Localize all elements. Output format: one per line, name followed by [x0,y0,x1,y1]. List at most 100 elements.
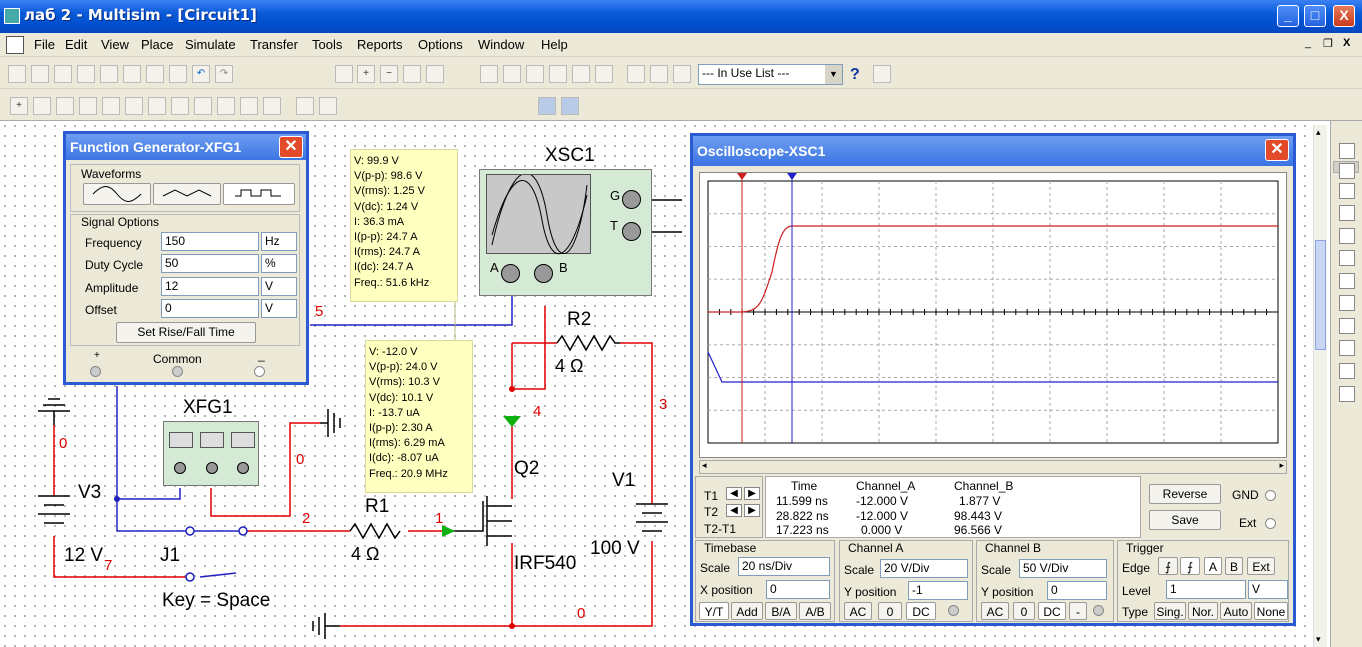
add-button[interactable]: Add [731,602,763,620]
ttl-icon[interactable] [125,97,143,115]
help-icon[interactable]: ? [850,66,860,83]
menu-view[interactable]: View [101,37,129,52]
function-generator-icon[interactable] [1339,163,1355,179]
none-trigger-button[interactable]: None [1254,602,1288,620]
menu-place[interactable]: Place [141,37,174,52]
rf-icon[interactable] [263,97,281,115]
triangle-wave-button[interactable] [153,183,221,205]
undo-icon[interactable]: ↶ [192,65,210,83]
xsc-a-terminal[interactable] [501,264,520,283]
amplitude-input[interactable]: 12 [161,277,259,296]
offset-unit[interactable]: V [261,299,297,318]
xfg-minus-terminal[interactable] [237,462,249,474]
duty-cycle-unit[interactable]: % [261,254,297,273]
channel-a-ac-button[interactable]: AC [844,602,872,620]
channel-b-radio[interactable] [1093,605,1104,616]
menu-tools[interactable]: Tools [312,37,343,52]
zoom-area-icon[interactable] [403,65,421,83]
reverse-button[interactable]: Reverse [1149,484,1221,504]
component-wizard-icon[interactable] [549,65,567,83]
channel-b-ypos-input[interactable]: 0 [1047,581,1107,600]
scope-display[interactable] [699,172,1287,458]
sine-wave-button[interactable] [83,183,151,205]
word-generator-icon[interactable] [1339,295,1355,311]
menu-file[interactable]: File [34,37,55,52]
menu-window[interactable]: Window [478,37,525,52]
channel-a-ypos-input[interactable]: -1 [908,581,968,600]
copy-icon[interactable] [146,65,164,83]
rising-edge-icon[interactable]: ⨍ [1158,557,1178,575]
erc-icon[interactable] [627,65,645,83]
chevron-down-icon[interactable]: ▼ [825,65,842,84]
channel-b-dc-button[interactable]: DC [1038,602,1066,620]
channel-a-radio[interactable] [948,605,959,616]
trigger-level-input[interactable]: 1 [1166,580,1246,599]
print-preview-icon[interactable] [100,65,118,83]
zoom-out-icon[interactable]: − [380,65,398,83]
falling-edge-icon[interactable]: ⨍ [1180,557,1200,575]
t2-left-arrow-icon[interactable]: ◀ [726,504,742,517]
t2-right-arrow-icon[interactable]: ▶ [744,504,760,517]
iv-analyzer-icon[interactable] [1339,363,1355,379]
transistor-icon[interactable] [79,97,97,115]
channel-a-scale-input[interactable]: 20 V/Div [880,559,968,578]
t1-left-arrow-icon[interactable]: ◀ [726,487,742,500]
channel-b-minus-button[interactable]: - [1069,602,1087,620]
wattmeter-icon[interactable] [1339,183,1355,199]
scroll-left-icon[interactable]: ◂ [702,460,707,470]
cut-icon[interactable] [123,65,141,83]
place-bus-icon[interactable] [319,97,337,115]
mdi-close-button[interactable]: X [1343,37,1351,49]
minus-terminal-radio[interactable] [254,366,265,377]
oscilloscope-icon[interactable] [1339,205,1355,221]
trigger-b-button[interactable]: B [1225,557,1243,575]
common-terminal-radio[interactable] [172,366,183,377]
grapher-icon[interactable] [595,65,613,83]
zoom-fit-icon[interactable] [426,65,444,83]
oscilloscope-instrument[interactable]: G T A B [479,169,652,296]
plus-terminal-radio[interactable] [90,366,101,377]
a-b-button[interactable]: A/B [799,602,831,620]
scroll-up-icon[interactable]: ▴ [1316,127,1321,137]
xfg-plus-terminal[interactable] [174,462,186,474]
square-wave-button[interactable] [223,183,295,205]
trigger-level-unit[interactable]: V [1248,580,1288,599]
forward-annotate-icon[interactable] [673,65,691,83]
virtual-toolbar-2-icon[interactable] [561,97,579,115]
mdi-minimize-button[interactable]: _ [1305,37,1312,49]
analog-icon[interactable] [102,97,120,115]
maximize-button[interactable]: □ [1304,5,1326,27]
scope-close-button[interactable]: ✕ [1265,139,1289,161]
gnd-radio[interactable] [1265,490,1276,501]
x-position-input[interactable]: 0 [766,580,830,599]
yt-button[interactable]: Y/T [699,602,729,620]
print-icon[interactable] [77,65,95,83]
education-website-icon[interactable] [873,65,891,83]
agilent-icon[interactable] [1339,386,1355,402]
function-generator-instrument[interactable] [163,421,259,486]
close-button[interactable]: X [1333,5,1355,27]
offset-input[interactable]: 0 [161,299,259,318]
frequency-counter-icon[interactable] [1339,273,1355,289]
fgen-close-button[interactable]: ✕ [279,136,303,158]
ext-radio[interactable] [1265,518,1276,529]
open-icon[interactable] [31,65,49,83]
logic-converter-icon[interactable] [1339,340,1355,356]
virtual-toolbar-icon[interactable] [538,97,556,115]
scroll-down-icon[interactable]: ▾ [1316,634,1321,644]
minimize-button[interactable]: _ [1277,5,1299,27]
menu-reports[interactable]: Reports [357,37,403,52]
frequency-unit[interactable]: Hz [261,232,297,251]
cmos-icon[interactable] [148,97,166,115]
in-use-list-dropdown[interactable]: --- In Use List --- ▼ [698,64,843,85]
xsc-b-terminal[interactable] [534,264,553,283]
postprocessor-icon[interactable] [572,65,590,83]
xfg-common-terminal[interactable] [206,462,218,474]
menu-transfer[interactable]: Transfer [250,37,298,52]
zoom-in-icon[interactable]: + [357,65,375,83]
database-icon[interactable] [526,65,544,83]
redo-icon[interactable]: ↷ [215,65,233,83]
indicator-icon[interactable] [217,97,235,115]
basic-icon[interactable] [33,97,51,115]
hierarchy-icon[interactable] [480,65,498,83]
